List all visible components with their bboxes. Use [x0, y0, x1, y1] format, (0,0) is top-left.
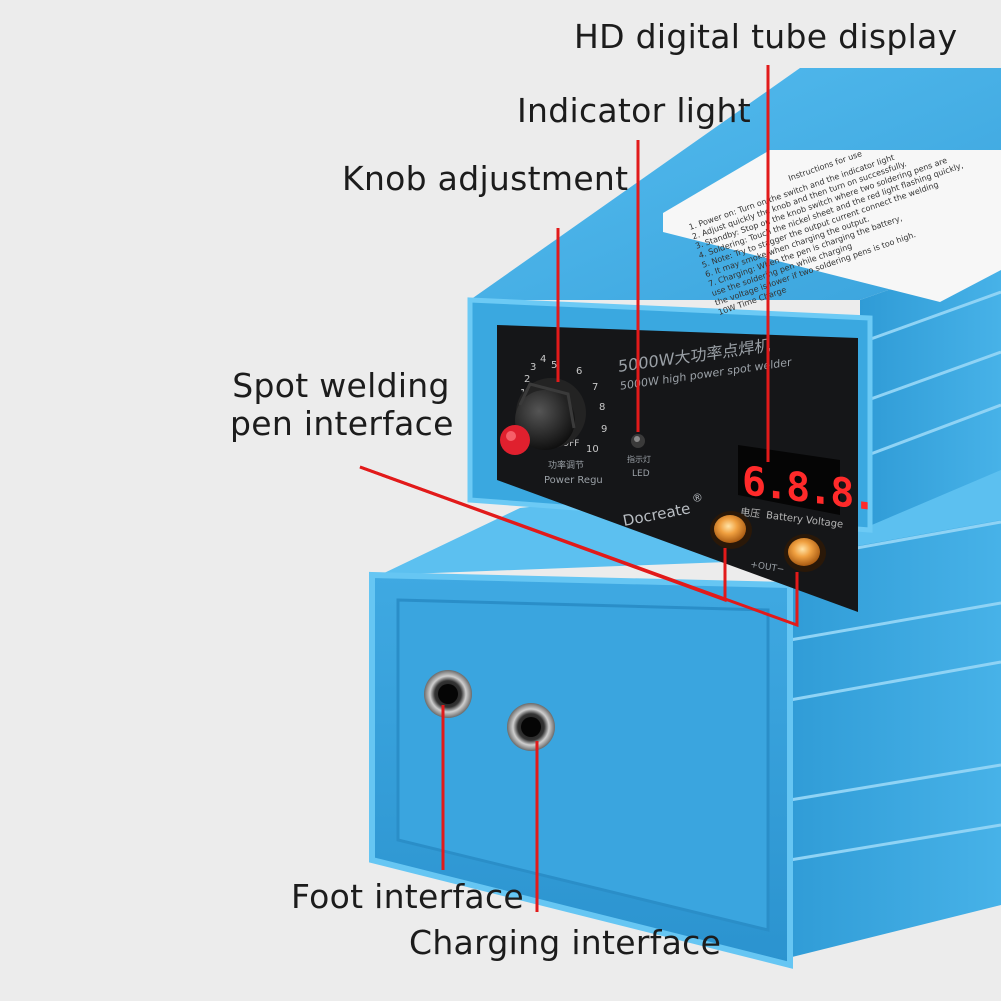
- battery-label: Battery: [765, 510, 803, 525]
- voltage-label: Voltage: [805, 515, 844, 530]
- knob-scale-number: 10: [586, 444, 599, 455]
- led-label-cn: 指示灯: [627, 454, 651, 464]
- knob-label-cn: 功率调节: [548, 459, 584, 471]
- charging-interface-jack: [507, 703, 555, 751]
- knob-scale-number: 2: [524, 374, 530, 385]
- knob-label: Power Regu: [544, 475, 603, 486]
- knob-off-label: OFF: [562, 439, 579, 449]
- leader-lines: [359, 65, 799, 912]
- power-knob[interactable]: [500, 378, 586, 455]
- control-panel: 5000W大功率点焊机 5000W high power spot welder…: [497, 325, 874, 612]
- indicator-led: [631, 434, 645, 448]
- label-charging-interface: Charging interface: [409, 923, 722, 962]
- label-hd-display: HD digital tube display: [574, 17, 958, 56]
- digital-display: 6.8.8.: [738, 445, 874, 520]
- knob-scale-number: 5: [551, 360, 557, 371]
- knob-scale-number: 9: [601, 424, 607, 435]
- leader-spot-pen-2: [359, 465, 799, 628]
- knob-scale-number: 4: [540, 354, 546, 365]
- pen-terminal-positive: [710, 511, 752, 549]
- knob-scale-number: 8: [599, 402, 605, 413]
- led-label: LED: [632, 469, 650, 479]
- label-knob-adjustment: Knob adjustment: [342, 159, 629, 198]
- foot-interface-jack: [424, 670, 472, 718]
- label-indicator-light: Indicator light: [517, 91, 751, 130]
- pen-terminal-negative: [784, 534, 826, 572]
- label-spot-welding-line2: pen interface: [230, 403, 454, 443]
- label-spot-welding-line1: Spot welding: [232, 366, 450, 405]
- label-spot-welding-pen: Spot welding pen interface: [230, 366, 454, 443]
- brand-mark: ®: [691, 491, 704, 506]
- instructions-sticker: [663, 150, 1001, 302]
- knob-scale-number: 7: [592, 382, 598, 393]
- knob-scale-number: 3: [530, 362, 536, 373]
- knob-scale-number: 6: [576, 366, 582, 377]
- label-foot-interface: Foot interface: [291, 877, 524, 916]
